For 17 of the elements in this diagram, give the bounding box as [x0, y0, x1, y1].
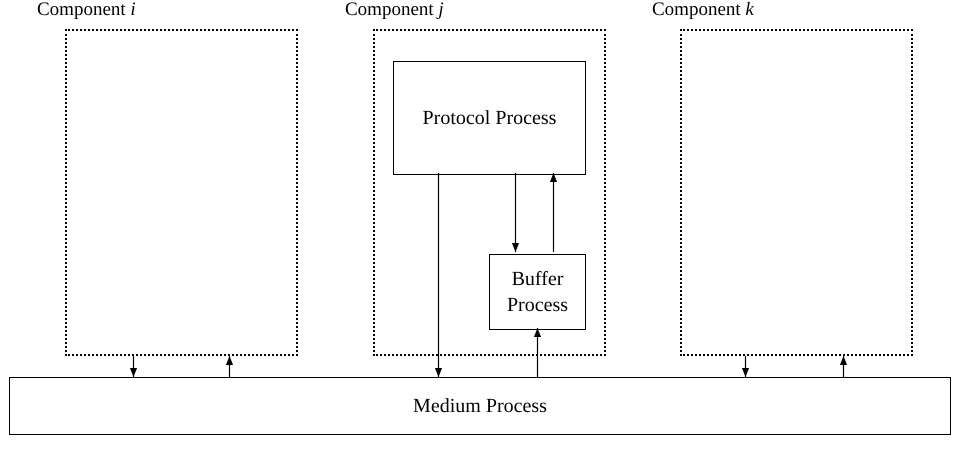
process-box: [489, 254, 586, 330]
process-label: Protocol Process: [422, 106, 558, 131]
process-label: Buffer Process: [506, 267, 570, 318]
arrow: [534, 328, 542, 377]
arrow: [512, 173, 520, 252]
arrow: [434, 173, 442, 377]
arrow: [840, 356, 848, 377]
component-heading: Component k: [652, 0, 754, 21]
process-label: Medium Process: [412, 394, 548, 419]
arrow: [226, 356, 234, 377]
component-heading: Component i: [37, 0, 136, 21]
component-heading: Component j: [345, 0, 444, 21]
process-box: [9, 377, 951, 435]
arrow: [130, 356, 138, 377]
arrow: [550, 173, 558, 252]
process-box: [393, 61, 586, 175]
arrow: [742, 356, 750, 377]
